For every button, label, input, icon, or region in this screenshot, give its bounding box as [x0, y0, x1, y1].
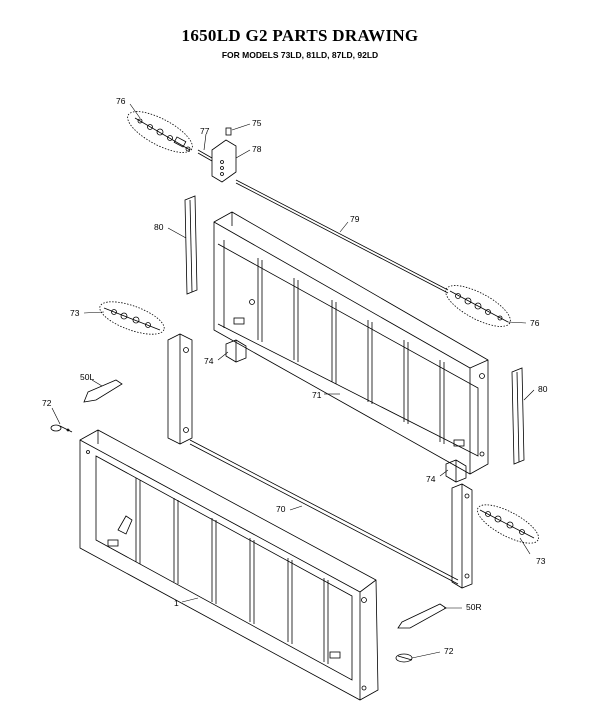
part-end-post-left	[167, 333, 193, 445]
drawing-subtitle: FOR MODELS 73LD, 81LD, 87LD, 92LD	[221, 50, 379, 60]
part-73-hinge-right	[477, 504, 539, 544]
callout-72-left: 72	[42, 398, 52, 408]
callout-50L: 50L	[80, 372, 94, 382]
part-78-bracket	[211, 139, 237, 183]
part-50L-latch	[83, 379, 123, 403]
part-72-right	[395, 653, 413, 663]
part-80-post-left	[184, 195, 198, 295]
part-76-hinge-right	[445, 285, 511, 327]
callout-74-upper: 74	[204, 356, 214, 366]
part-71-inner-panel	[213, 211, 489, 475]
callout-80-right: 80	[538, 384, 548, 394]
callout-73-right: 73	[536, 556, 546, 566]
callout-50R: 50R	[466, 602, 482, 612]
part-1-outer-panel	[79, 429, 379, 701]
part-79-rod	[235, 179, 449, 294]
callout-76-right: 76	[530, 318, 540, 328]
callout-70: 70	[276, 504, 286, 514]
callout-79: 79	[350, 214, 360, 224]
drawing-title: 1650LD G2 PARTS DRAWING	[181, 26, 419, 45]
part-74-bracket-lower	[445, 459, 467, 483]
callout-75: 75	[252, 118, 262, 128]
callout-77: 77	[200, 126, 210, 136]
part-76-hinge-top	[127, 111, 193, 153]
part-70-rod	[189, 439, 459, 585]
part-72-left	[50, 424, 73, 433]
callout-80-left: 80	[154, 222, 164, 232]
callout-76-top: 76	[116, 96, 126, 106]
part-73-hinge-left	[99, 301, 165, 335]
callout-72-right: 72	[444, 646, 454, 656]
callout-74-lower: 74	[426, 474, 436, 484]
part-75-cap	[225, 127, 232, 136]
callout-labels: 76 77 75 78 80 79 73 76 74 50L 71 80 72 …	[42, 96, 548, 656]
part-77-pin	[197, 149, 213, 162]
callout-1: 1	[174, 598, 179, 608]
part-end-post-right	[451, 483, 473, 589]
callout-73-left: 73	[70, 308, 80, 318]
callout-78: 78	[252, 144, 262, 154]
part-50R-latch	[397, 603, 447, 629]
callout-71: 71	[312, 390, 322, 400]
leader-lines	[51, 103, 535, 659]
part-74-bracket-upper	[225, 339, 247, 363]
part-80-post-right	[511, 367, 525, 465]
